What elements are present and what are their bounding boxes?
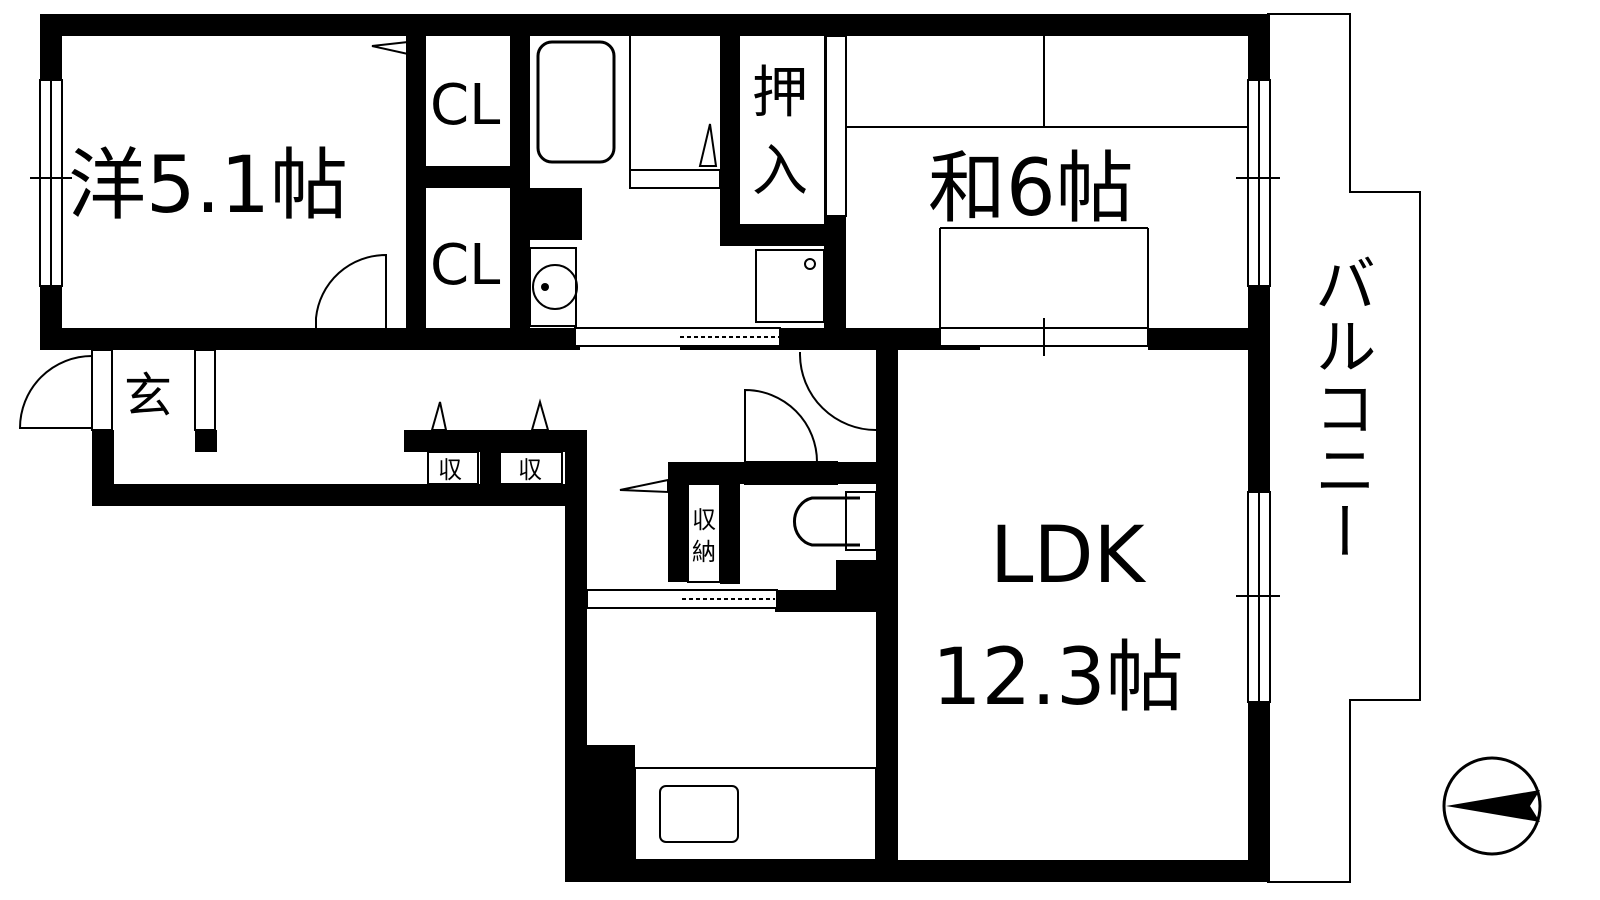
windows bbox=[30, 79, 1280, 703]
label-storage-left: 収 bbox=[438, 456, 462, 484]
label-entrance: 玄 bbox=[124, 368, 172, 424]
doors bbox=[18, 35, 1149, 609]
room-label-ldk-area: 12.3帖 bbox=[932, 633, 1184, 723]
washbasin-icon bbox=[529, 247, 577, 327]
balcony-outline bbox=[1267, 13, 1421, 883]
label-closet-lower: CL bbox=[430, 233, 500, 298]
stove-icon bbox=[634, 767, 877, 861]
label-balcony: バルコニー bbox=[1304, 252, 1377, 562]
label-storage-small-bottom: 納 bbox=[692, 538, 716, 566]
label-oshiire-bottom: 入 bbox=[752, 139, 808, 204]
label-oshiire-top: 押 bbox=[752, 61, 808, 126]
room-label-japanese: 和6帖 bbox=[928, 144, 1134, 234]
bathtub-icon bbox=[536, 40, 616, 164]
fixtures bbox=[427, 36, 877, 861]
label-storage-right: 収 bbox=[518, 456, 542, 484]
label-storage-small-top: 収 bbox=[692, 506, 716, 534]
toilet-icon bbox=[793, 496, 860, 547]
room-label-western: 洋5.1帖 bbox=[68, 141, 348, 231]
room-label-ldk: LDK bbox=[990, 511, 1147, 601]
washer-pan-icon bbox=[755, 249, 825, 323]
tatami-lines bbox=[846, 36, 1248, 328]
label-closet-upper: CL bbox=[430, 73, 500, 138]
compass-icon bbox=[1442, 756, 1542, 856]
